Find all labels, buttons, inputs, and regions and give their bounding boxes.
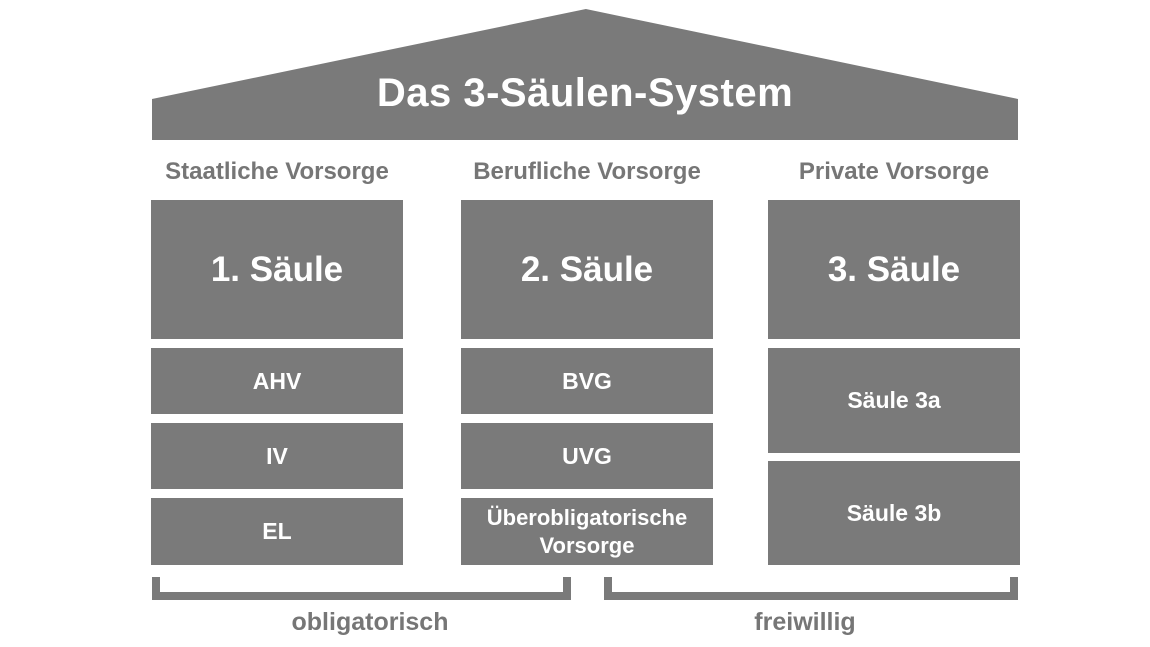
column-header-staatliche: Staatliche Vorsorge [165,158,389,185]
column-header-private: Private Vorsorge [798,158,990,185]
sub-box-uvg: UVG [461,423,713,489]
column-header-berufliche: Berufliche Vorsorge [473,158,701,185]
sub-box-iv: IV [151,423,403,489]
bracket-freiwillig [604,577,1018,600]
bracket-label-freiwillig: freiwillig [754,608,856,636]
pillar-box-3: 3. Säule [768,200,1020,339]
sub-box-ahv: AHV [151,348,403,414]
diagram-title: Das 3-Säulen-System [376,71,794,115]
roof-shape: Das 3-Säulen-System [152,9,1018,140]
sub-box-bvg: BVG [461,348,713,414]
sub-box-saeule-3b: Säule 3b [768,461,1020,565]
pillar-box-2: 2. Säule [461,200,713,339]
sub-box-saeule-3a: Säule 3a [768,348,1020,453]
sub-box-el: EL [151,498,403,565]
bracket-obligatorisch [152,577,571,600]
sub-box-ueberobligatorische: Überobligatorische Vorsorge [461,498,713,565]
pillar-box-1: 1. Säule [151,200,403,339]
bracket-label-obligatorisch: obligatorisch [291,608,449,636]
